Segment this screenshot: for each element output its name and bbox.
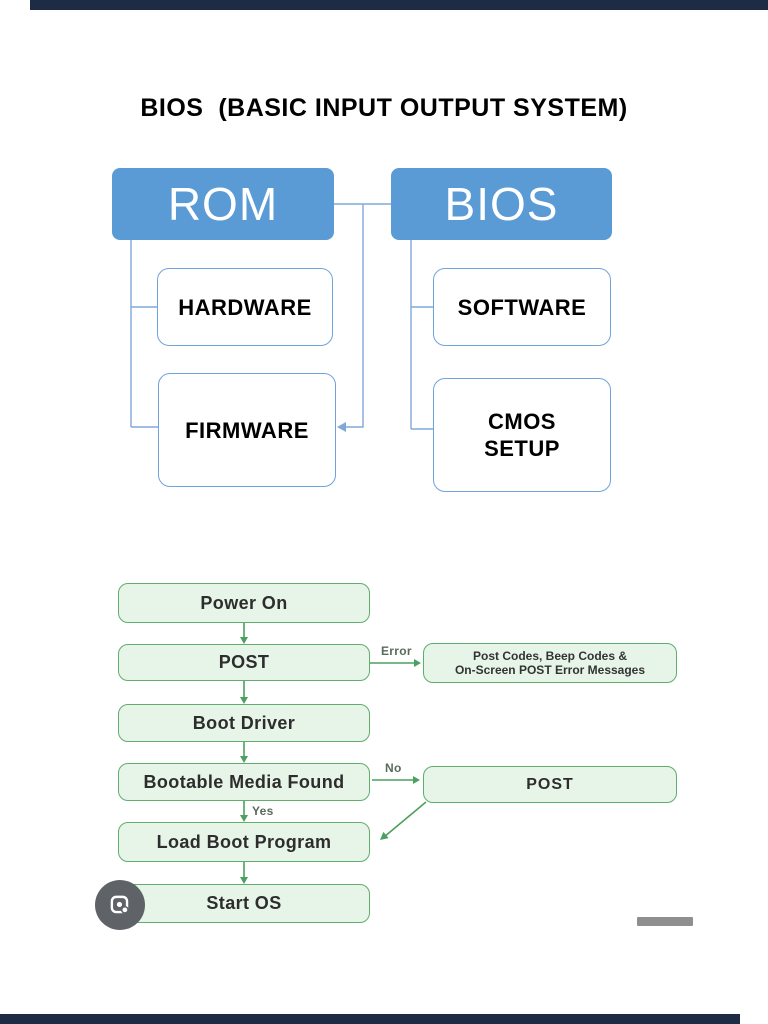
top-edge-bar (30, 0, 768, 10)
rom-box: ROM (112, 168, 334, 240)
post-repeat-label: POST (526, 775, 574, 793)
yes-branch-label: Yes (252, 804, 274, 818)
hardware-box: HARDWARE (157, 268, 333, 346)
post-repeat-box: POST (423, 766, 677, 803)
rom-label: ROM (167, 178, 279, 230)
error-branch-label: Error (381, 644, 412, 658)
load-boot-label: Load Boot Program (156, 831, 332, 852)
hardware-label: HARDWARE (178, 294, 312, 320)
flow-step-boot-driver: Boot Driver (118, 704, 370, 742)
flow-step-power-on: Power On (118, 583, 370, 623)
boot-driver-label: Boot Driver (192, 712, 296, 733)
no-branch-label: No (385, 761, 402, 775)
cmos-setup-label: CMOS SETUP (484, 409, 560, 461)
firmware-box: FIRMWARE (158, 373, 336, 487)
post-label: POST (218, 652, 270, 672)
software-box: SOFTWARE (433, 268, 611, 346)
page-title: BIOS (BASIC INPUT OUTPUT SYSTEM) (140, 94, 628, 122)
google-lens-icon[interactable] (95, 880, 145, 930)
bottom-edge-bar (0, 1014, 740, 1024)
flow-step-load-boot: Load Boot Program (118, 822, 370, 862)
lens-glyph (110, 895, 129, 914)
cmos-setup-box: CMOS SETUP (433, 378, 611, 492)
gray-redaction-bar (637, 917, 693, 926)
bios-label: BIOS (444, 178, 559, 230)
error-box-line1: Post Codes, Beep Codes & (472, 648, 628, 663)
mid-drop-to-firmware (345, 204, 364, 428)
bios-box: BIOS (391, 168, 612, 240)
post-error-messages-box: Post Codes, Beep Codes & On-Screen POST … (423, 643, 677, 683)
firmware-arrowhead (337, 422, 346, 432)
power-on-label: Power On (200, 592, 288, 613)
software-label: SOFTWARE (457, 294, 587, 320)
arrow-postbox-loadboot-diagonal (383, 801, 427, 838)
bootable-media-label: Bootable Media Found (143, 771, 345, 792)
start-os-label: Start OS (206, 893, 282, 913)
flow-step-start-os: Start OS (118, 884, 370, 923)
error-box-line2: On-Screen POST Error Messages (454, 663, 646, 677)
firmware-label: FIRMWARE (185, 417, 309, 443)
flow-step-post: POST (118, 644, 370, 681)
flow-step-bootable-media: Bootable Media Found (118, 763, 370, 801)
